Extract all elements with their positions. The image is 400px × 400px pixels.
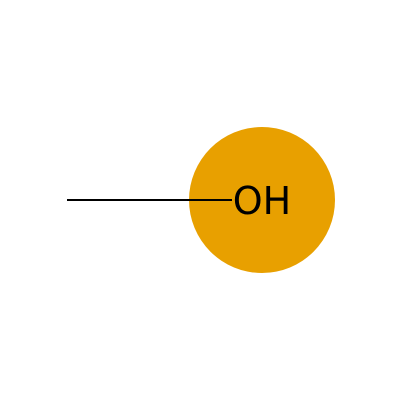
hydroxyl-label: OH bbox=[233, 179, 291, 223]
oxygen-highlight-circle bbox=[189, 127, 335, 273]
